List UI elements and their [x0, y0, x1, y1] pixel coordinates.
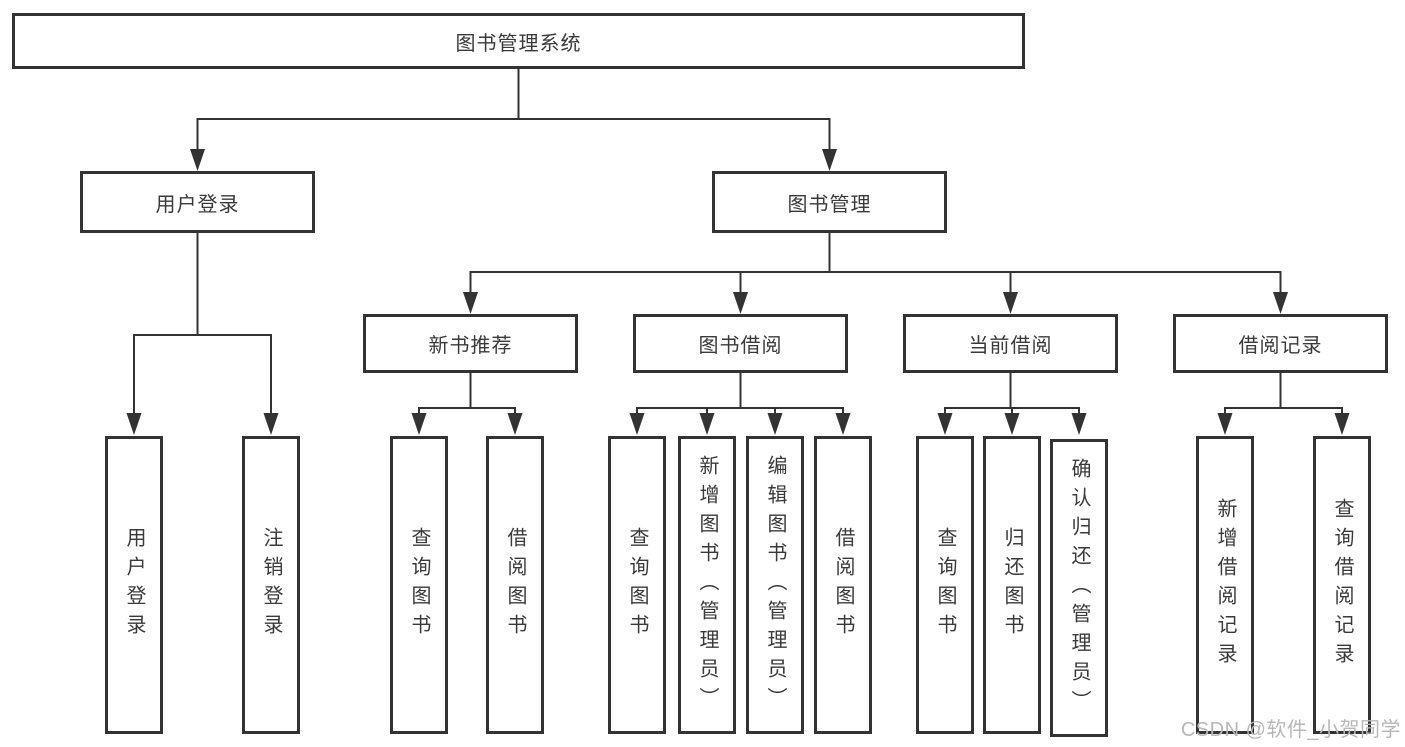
leaf-borrow-add-books-admin-label: 新增图书（管理员） [696, 454, 718, 716]
connector-new-book-recommend [411, 373, 523, 435]
leaf-borrow-add-books-admin: 新增图书（管理员） [678, 436, 736, 734]
leaf-logout: 注销登录 [242, 436, 300, 734]
node-borrow-records-label: 借阅记录 [1238, 335, 1323, 357]
leaf-current-confirm-return-admin-label: 确认归还（管理员） [1068, 457, 1090, 719]
leaf-borrow-borrow-books-label: 借阅图书 [832, 527, 854, 643]
connector-book-management [463, 232, 1288, 314]
leaf-borrow-edit-books-admin: 编辑图书（管理员） [746, 436, 804, 734]
node-book-management: 图书管理 [712, 171, 947, 233]
leaf-records-query-record-label: 查询借阅记录 [1331, 498, 1353, 672]
connector-user-login [126, 232, 279, 435]
leaf-borrow-query-books-label: 查询图书 [626, 527, 648, 643]
connector-current-borrow [937, 373, 1087, 435]
leaf-current-confirm-return-admin: 确认归还（管理员） [1050, 439, 1108, 737]
leaf-logout-label: 注销登录 [260, 527, 282, 643]
leaf-user-login-label: 用户登录 [123, 527, 145, 643]
node-borrow-records: 借阅记录 [1173, 314, 1388, 373]
connector-book-borrow [629, 373, 851, 435]
csdn-watermark: CSDN @软件_小贺同学 [1180, 719, 1401, 741]
leaf-records-add-record: 新增借阅记录 [1196, 436, 1254, 734]
node-current-borrow: 当前借阅 [903, 314, 1118, 373]
node-user-login: 用户登录 [80, 171, 315, 233]
arrowhead [1004, 413, 1020, 435]
leaf-recommend-borrow-books-label: 借阅图书 [504, 527, 526, 643]
node-book-management-label: 图书管理 [787, 193, 872, 216]
node-book-borrow-label: 图书借阅 [698, 335, 783, 357]
arrowhead [699, 413, 715, 435]
node-user-login-label: 用户登录 [155, 193, 240, 216]
arrowhead [1334, 413, 1350, 435]
arrowhead [629, 413, 645, 435]
arrowhead [1217, 413, 1233, 435]
leaf-user-login: 用户登录 [105, 436, 163, 734]
arrowhead [263, 413, 279, 435]
arrowhead [822, 149, 837, 171]
arrowhead [835, 413, 851, 435]
node-root: 图书管理系统 [12, 13, 1025, 69]
arrowhead [463, 292, 478, 314]
leaf-current-return-books-label: 归还图书 [1001, 527, 1023, 643]
leaf-current-return-books: 归还图书 [983, 436, 1041, 734]
arrowhead [1071, 413, 1087, 435]
leaf-borrow-query-books: 查询图书 [608, 436, 666, 734]
node-new-book-recommend: 新书推荐 [363, 314, 578, 373]
leaf-current-query-books: 查询图书 [916, 436, 974, 734]
connector-borrow-records [1217, 373, 1350, 435]
leaf-recommend-query-books-label: 查询图书 [408, 527, 430, 643]
leaf-records-query-record: 查询借阅记录 [1313, 436, 1371, 734]
leaf-borrow-borrow-books: 借阅图书 [814, 436, 872, 734]
arrowhead [767, 413, 783, 435]
leaf-recommend-borrow-books: 借阅图书 [486, 436, 544, 734]
node-book-borrow: 图书借阅 [633, 314, 848, 373]
node-root-label: 图书管理系统 [455, 32, 582, 55]
arrowhead [1003, 292, 1018, 314]
node-new-book-recommend-label: 新书推荐 [428, 335, 513, 357]
arrowhead [507, 413, 523, 435]
leaf-current-query-books-label: 查询图书 [934, 527, 956, 643]
leaf-recommend-query-books: 查询图书 [390, 436, 448, 734]
arrowhead [733, 292, 748, 314]
arrowhead [411, 413, 427, 435]
arrowhead [126, 413, 142, 435]
arrowhead [190, 149, 205, 171]
leaf-borrow-edit-books-admin-label: 编辑图书（管理员） [764, 454, 786, 716]
connector-root [190, 68, 837, 171]
arrowhead [1273, 292, 1288, 314]
node-current-borrow-label: 当前借阅 [968, 335, 1053, 357]
leaf-records-add-record-label: 新增借阅记录 [1214, 498, 1236, 672]
arrowhead [937, 413, 953, 435]
